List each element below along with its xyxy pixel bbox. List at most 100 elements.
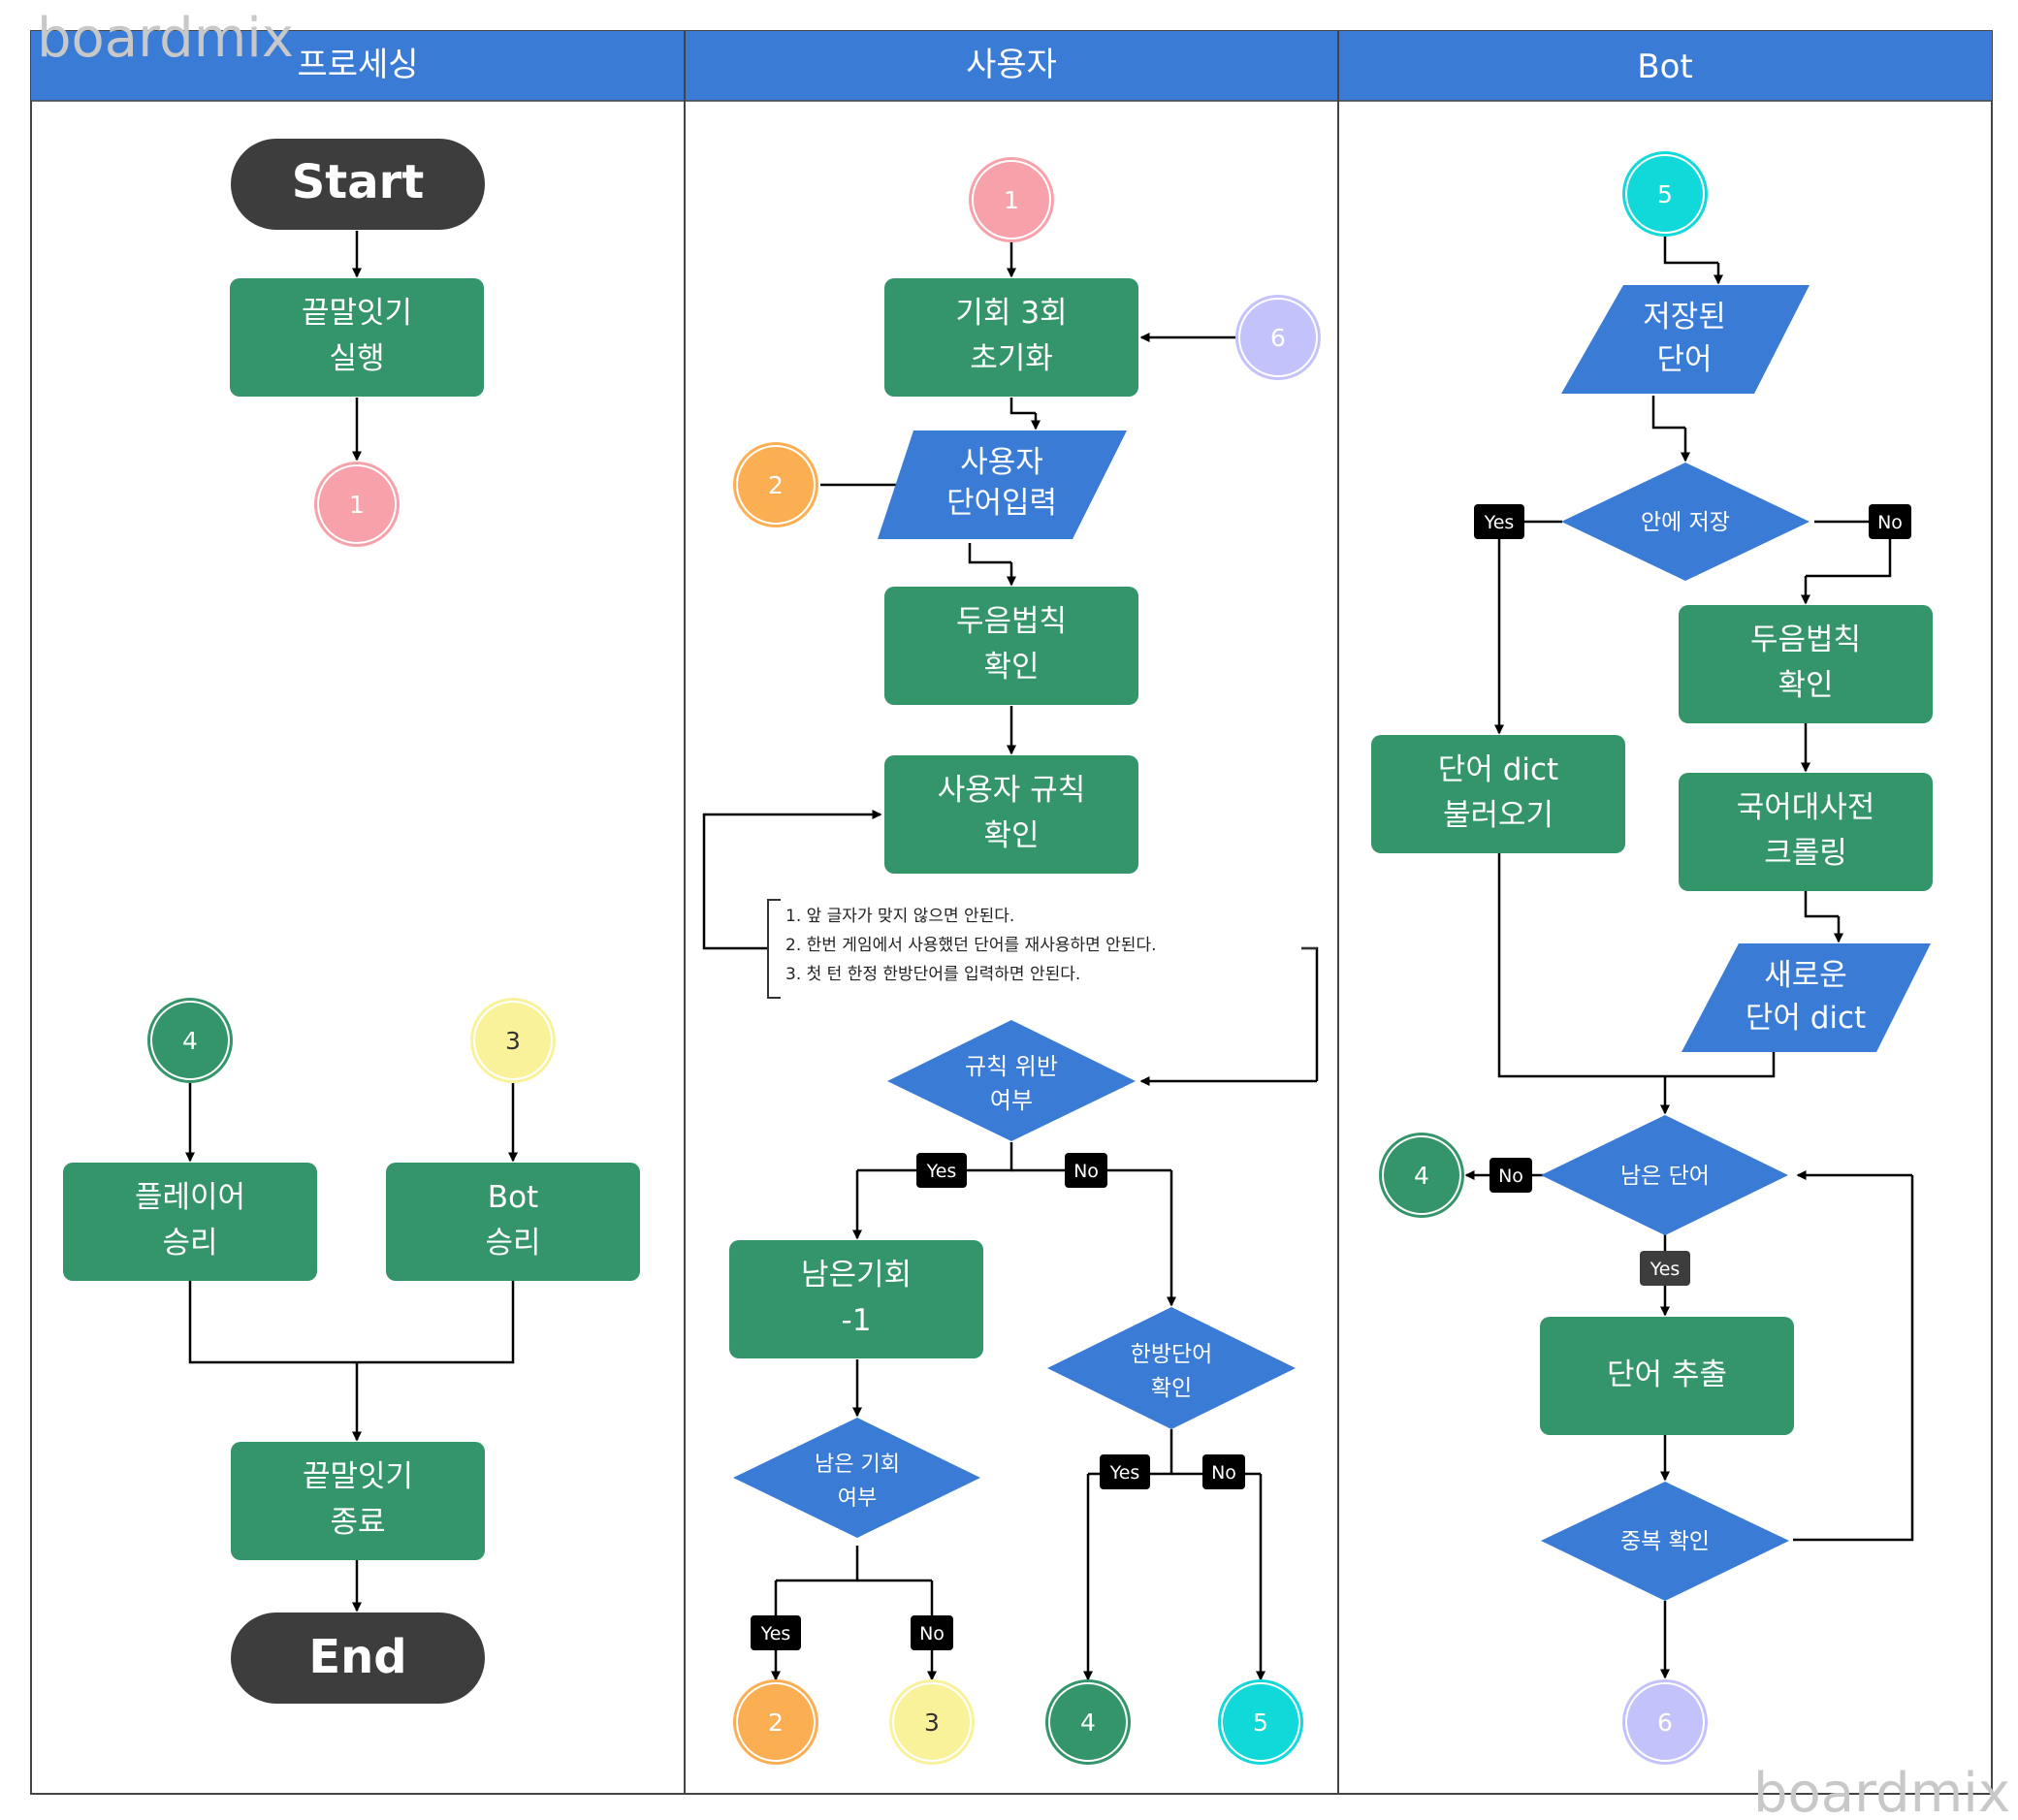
rule-3: 3. 첫 턴 한정 한방단어를 입력하면 안된다. [785,965,1080,984]
svg-text:5: 5 [1657,180,1673,208]
lane-header-user: 사용자 [966,46,1057,84]
connector-circle-2-user: 2 [733,442,818,527]
svg-text:남은기회: 남은기회 [801,1258,912,1293]
connector-circle-3-processing: 3 [470,998,556,1083]
svg-text:초기화: 초기화 [970,341,1053,376]
svg-text:Yes: Yes [1109,1462,1140,1484]
svg-text:두음법칙: 두음법칙 [956,604,1067,639]
svg-text:불러오기: 불러오기 [1443,798,1554,833]
load-dict-process: 단어 dict 불러오기 [1371,735,1625,853]
svg-text:사용자: 사용자 [960,445,1043,480]
player-win-process: 플레이어 승리 [63,1163,317,1281]
rules-annotation: 1. 앞 글자가 맞지 않으면 안된다. 2. 한번 게임에서 사용했던 단어를… [767,899,1317,999]
connector-circle-3-bottom: 3 [889,1679,975,1765]
connector-circle-2-bottom: 2 [733,1679,818,1765]
svg-text:2: 2 [768,1708,784,1737]
connector-circle-4-processing: 4 [147,998,233,1083]
tag-no-remaining: No [911,1615,953,1650]
svg-text:종료: 종료 [330,1505,385,1540]
svg-text:Yes: Yes [760,1623,791,1644]
connector-circle-6-user: 6 [1235,295,1321,380]
svg-text:No: No [1498,1165,1523,1187]
tag-yes-stored: Yes [1474,504,1524,539]
svg-text:확인: 확인 [1151,1376,1192,1401]
start-terminal: Start [231,139,485,230]
stored-decision: 안에 저장 [1561,463,1810,581]
violation-decision: 규칙 위반 여부 [887,1020,1136,1141]
svg-text:6: 6 [1270,324,1286,352]
connector-circle-6-bot: 6 [1622,1679,1708,1765]
svg-text:여부: 여부 [838,1486,877,1511]
svg-text:단어 dict: 단어 dict [1746,1001,1866,1036]
new-dict-io: 새로운 단어 dict [1682,943,1931,1052]
user-input-io: 사용자 단어입력 [878,431,1127,539]
run-game-label-line1: 끝말잇기 [302,296,412,331]
svg-text:저장된: 저장된 [1643,300,1726,335]
connector-circle-5-bot: 5 [1622,151,1708,237]
svg-text:남은 기회: 남은 기회 [815,1453,900,1477]
connector-circle-5-bottom: 5 [1218,1679,1303,1765]
user-rule-check-process: 사용자 규칙 확인 [884,755,1138,874]
svg-text:승리: 승리 [485,1226,540,1261]
svg-text:단어 추출: 단어 추출 [1607,1357,1727,1392]
tag-yes-remaining: Yes [751,1615,801,1650]
connector-lines [185,231,1914,1681]
svg-text:1: 1 [1004,186,1019,214]
svg-text:단어 dict: 단어 dict [1438,752,1558,787]
svg-text:남은 단어: 남은 단어 [1620,1164,1710,1189]
remaining-words-decision: 남은 단어 [1541,1115,1788,1235]
connector-circle-1-user: 1 [969,157,1054,242]
svg-text:플레이어: 플레이어 [135,1180,245,1215]
svg-text:승리: 승리 [162,1226,217,1261]
duplicate-check-decision: 중복 확인 [1541,1482,1789,1601]
connector-1-label: 1 [349,491,365,519]
svg-text:확인: 확인 [983,818,1039,853]
svg-text:사용자 규칙: 사용자 규칙 [938,773,1085,808]
svg-text:두음법칙: 두음법칙 [1750,623,1861,657]
start-label: Start [292,155,425,209]
run-game-process: 끝말잇기 실행 [230,278,484,397]
svg-text:3: 3 [924,1708,940,1737]
end-terminal: End [231,1612,485,1704]
svg-text:확인: 확인 [983,650,1039,685]
svg-text:2: 2 [768,471,784,499]
lane-header-processing: 프로세싱 [297,46,418,84]
svg-text:3: 3 [505,1027,521,1055]
saved-words-io: 저장된 단어 [1561,285,1810,394]
tag-yes-hanbang: Yes [1100,1454,1150,1489]
svg-text:한방단어: 한방단어 [1131,1342,1213,1367]
svg-text:끝말잇기: 끝말잇기 [303,1459,413,1494]
duem-check-user-process: 두음법칙 확인 [884,587,1138,705]
svg-text:국어대사전: 국어대사전 [1737,790,1875,825]
svg-text:4: 4 [1414,1162,1429,1190]
rule-1: 1. 앞 글자가 맞지 않으면 안된다. [785,907,1014,926]
tag-no-violation: No [1065,1153,1107,1188]
svg-text:4: 4 [182,1027,198,1055]
tag-yes-violation: Yes [916,1153,967,1188]
svg-text:여부: 여부 [990,1087,1033,1114]
svg-text:Yes: Yes [926,1161,957,1182]
crawl-dictionary-process: 국어대사전 크롤링 [1679,773,1933,891]
watermark-top: boardmix [37,7,294,70]
svg-text:6: 6 [1657,1708,1673,1737]
remaining-chances-decision: 남은 기회 여부 [733,1418,980,1538]
tag-no-remaining-words: No [1489,1158,1532,1193]
svg-text:단어: 단어 [1656,342,1712,377]
end-label: End [308,1630,406,1684]
hanbang-decision: 한방단어 확인 [1047,1307,1296,1429]
connector-circle-4-bot: 4 [1379,1133,1464,1218]
tag-yes-remaining-words: Yes [1640,1251,1690,1286]
connector-circle-1: 1 [314,462,400,547]
bot-win-process: Bot 승리 [386,1163,640,1281]
run-game-label-line2: 실행 [329,341,384,376]
tag-no-stored: No [1869,504,1911,539]
rule-2: 2. 한번 게임에서 사용했던 단어를 재사용하면 안된다. [785,936,1157,955]
svg-text:단어입력: 단어입력 [946,486,1057,521]
svg-text:중복 확인: 중복 확인 [1620,1529,1710,1554]
svg-text:기회 3회: 기회 3회 [955,296,1067,331]
svg-text:안에 저장: 안에 저장 [1641,510,1730,535]
svg-text:Bot: Bot [488,1180,538,1215]
svg-text:규칙 위반: 규칙 위반 [965,1053,1058,1080]
svg-text:No: No [1877,512,1903,533]
